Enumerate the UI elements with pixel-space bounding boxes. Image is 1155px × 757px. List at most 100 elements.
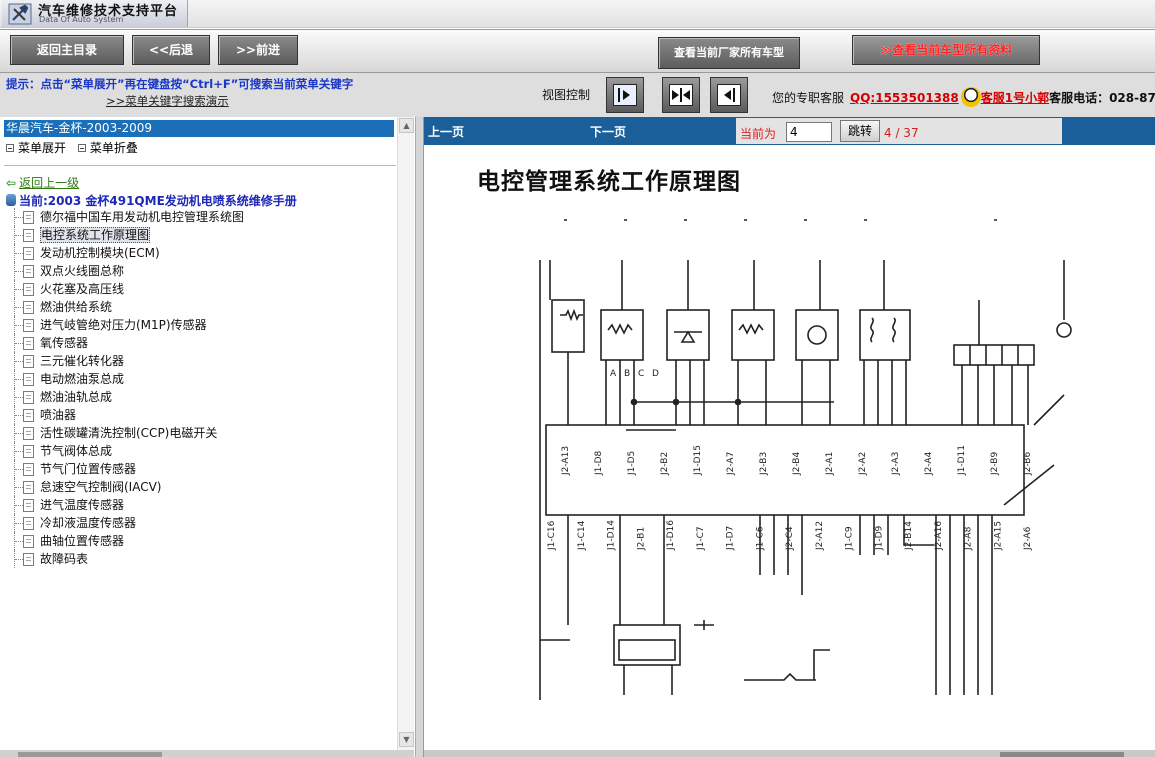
next-page-button[interactable]: 下一页	[590, 125, 627, 139]
tree-item[interactable]: 发动机控制模块(ECM)	[14, 244, 394, 262]
search-demo-link[interactable]: >>菜单关键字搜索演示	[106, 94, 229, 108]
tree-item[interactable]: 电控系统工作原理图	[14, 226, 394, 244]
document-icon	[23, 481, 34, 494]
qq-link[interactable]: QQ:1553501388	[850, 91, 959, 105]
collapse-box-icon	[6, 144, 14, 152]
pin-label: J1-D9	[874, 525, 884, 551]
relay-block	[613, 624, 681, 666]
tree-item-label: 进气温度传感器	[40, 498, 125, 512]
tree-item[interactable]: 火花塞及高压线	[14, 280, 394, 298]
pin-label: J2-A1	[825, 452, 835, 476]
document-page: 电控管理系统工作原理图	[424, 145, 1155, 750]
tree-item[interactable]: 氧传感器	[14, 334, 394, 352]
tree-item[interactable]: 进气温度传感器	[14, 496, 394, 514]
document-icon	[23, 301, 34, 314]
agent-link[interactable]: 客服1号小郭	[980, 91, 1050, 105]
document-icon	[23, 499, 34, 512]
document-icon	[23, 229, 34, 242]
qq-penguin-icon[interactable]	[960, 87, 981, 107]
breadcrumb: 华晨汽车-金杯-2003-2009	[4, 120, 394, 137]
divider	[4, 165, 396, 166]
pin-label: J2-B3	[759, 452, 769, 476]
home-button[interactable]: 返回主目录	[10, 35, 124, 65]
document-icon	[23, 265, 34, 278]
tree-item[interactable]: 燃油供给系统	[14, 298, 394, 316]
pin-label: J1-D14	[607, 520, 617, 551]
app-logo: 汽车维修技术支持平台 Data Of Auto System	[2, 0, 188, 27]
view-expand-right-button[interactable]	[606, 77, 644, 113]
collapse-menu-button[interactable]: 菜单折叠	[77, 141, 138, 155]
tree-item[interactable]: 节气门位置传感器	[14, 460, 394, 478]
scrollbar-thumb[interactable]	[1000, 752, 1124, 757]
scroll-up-icon[interactable]: ▲	[399, 118, 414, 133]
scrollbar-thumb[interactable]	[18, 752, 162, 757]
tree-item-label: 活性碳罐清洗控制(CCP)电磁开关	[40, 426, 218, 440]
tree-item[interactable]: 故障码表	[14, 550, 394, 568]
page-number-input[interactable]	[786, 122, 832, 142]
tree-item[interactable]: 德尔福中国车用发动机电控管理系统图	[14, 208, 394, 226]
connector-pin-label: C	[638, 369, 644, 379]
pin-label: J1-D5	[627, 451, 637, 476]
tree-item[interactable]: 曲轴位置传感器	[14, 532, 394, 550]
tree-item[interactable]: 电动燃油泵总成	[14, 370, 394, 388]
tree-item[interactable]: 双点火线圈总称	[14, 262, 394, 280]
tree-branch-line	[14, 352, 24, 370]
tree-item-label: 喷油器	[40, 408, 77, 422]
tree-item[interactable]: 活性碳罐清洗控制(CCP)电磁开关	[14, 424, 394, 442]
app-subtitle: Data Of Auto System	[39, 15, 124, 24]
factory-models-button[interactable]: 查看当前厂家所有车型	[658, 37, 800, 69]
pin-label: J1-C9	[845, 526, 855, 551]
tree-item[interactable]: 进气岐管绝对压力(M1P)传感器	[14, 316, 394, 334]
pin-label: J2-B1	[636, 527, 646, 551]
toolbar: 返回主目录 <<后退 >>前进 查看当前厂家所有车型 ≫查看当前车型所有资料	[0, 29, 1155, 73]
tree-item[interactable]: 燃油油轨总成	[14, 388, 394, 406]
tree-item-label: 德尔福中国车用发动机电控管理系统图	[40, 210, 245, 224]
tree-item-label: 冷却液温度传感器	[40, 516, 137, 530]
wrench-icon	[8, 3, 32, 25]
view-split-button[interactable]	[662, 77, 700, 113]
view-control-label: 视图控制	[542, 88, 591, 102]
pin-label: J2-A3	[891, 452, 901, 476]
previous-page-button[interactable]: 上一页	[428, 125, 465, 139]
back-button[interactable]: <<后退	[132, 35, 210, 65]
tree-branch-line	[14, 460, 24, 478]
tree-branch-line	[14, 262, 24, 280]
document-icon	[23, 427, 34, 440]
view-expand-left-button[interactable]	[710, 77, 748, 113]
collapse-menu-label: 菜单折叠	[89, 141, 138, 155]
pin-label: J2-A2	[858, 452, 868, 476]
tree-branch-line	[14, 298, 24, 316]
all-model-info-label: 查看当前车型所有资料	[892, 43, 1013, 57]
collapse-box-icon	[77, 144, 86, 152]
back-up-link[interactable]: ⇦返回上一级	[6, 174, 79, 191]
forward-button[interactable]: >>前进	[218, 35, 298, 65]
all-model-info-button[interactable]: ≫查看当前车型所有资料	[852, 35, 1040, 65]
vertical-scrollbar[interactable]: ▲ ▼	[397, 117, 414, 750]
pin-label: J2-B2	[660, 452, 670, 476]
pin-label: J1-C16	[547, 520, 557, 551]
document-icon	[23, 373, 34, 386]
panel-splitter[interactable]	[415, 117, 424, 757]
horizontal-scrollbar[interactable]	[424, 750, 1155, 757]
pin-label: J1-C6	[755, 526, 765, 551]
tree-branch-line	[14, 478, 24, 496]
ecm-box	[545, 424, 1025, 516]
tree-item-label: 燃油供给系统	[40, 300, 113, 314]
horizontal-scrollbar[interactable]	[0, 750, 414, 757]
tree-branch-line	[14, 280, 24, 298]
jump-button[interactable]: 跳转	[840, 120, 880, 142]
tree-item[interactable]: 节气阀体总成	[14, 442, 394, 460]
navigation-panel: 华晨汽车-金杯-2003-2009 菜单展开 菜单折叠 ⇦返回上一级 当前:20…	[0, 117, 414, 757]
tree-item-label: 怠速空气控制阀(IACV)	[40, 480, 162, 494]
tree-item[interactable]: 三元催化转化器	[14, 352, 394, 370]
tree-item[interactable]: 喷油器	[14, 406, 394, 424]
expand-menu-button[interactable]: 菜单展开	[6, 141, 66, 155]
tree-branch-line	[14, 316, 24, 334]
document-tree: 德尔福中国车用发动机电控管理系统图电控系统工作原理图发动机控制模块(ECM)双点…	[14, 208, 394, 568]
double-chevron-icon: ≫	[879, 43, 893, 57]
pager-bar: 上一页 下一页 当前为 跳转 4 / 37	[424, 117, 1155, 145]
scroll-down-icon[interactable]: ▼	[399, 732, 414, 747]
tree-item[interactable]: 怠速空气控制阀(IACV)	[14, 478, 394, 496]
tree-item[interactable]: 冷却液温度传感器	[14, 514, 394, 532]
tree-item-label: 节气门位置传感器	[40, 462, 137, 476]
